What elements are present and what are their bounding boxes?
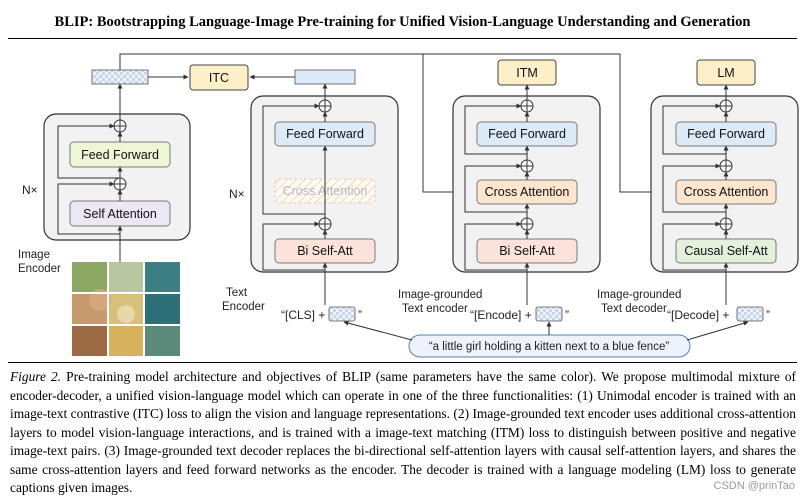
text-encoder-label-1: Text — [226, 287, 248, 299]
encode-token-text: “[Encode] + — [470, 308, 532, 322]
decoder-causal-self-att-label: Causal Self-Att — [684, 244, 768, 258]
itc-loss-label: ITC — [209, 71, 229, 85]
lm-loss-label: LM — [717, 66, 734, 80]
architecture-diagram: Feed Forward Self Attention N× Image Enc… — [18, 53, 799, 358]
decoder-feed-forward-label: Feed Forward — [687, 127, 765, 141]
text-bi-self-att-label: Bi Self-Att — [297, 244, 353, 258]
input-image — [72, 262, 180, 356]
encoder-feed-forward-label: Feed Forward — [488, 127, 566, 141]
image-encoder-label-2: Encoder — [18, 263, 61, 275]
image-embedding-token — [91, 69, 149, 85]
text-feed-forward-label: Feed Forward — [286, 127, 364, 141]
itc-loss-box — [189, 64, 249, 91]
grounded-encoder-label-2: Text encoder — [402, 303, 468, 315]
caption-lead: Figure 2. — [10, 369, 62, 384]
decoder-input-token — [736, 306, 764, 322]
decoder-cross-attention-label: Cross Attention — [684, 185, 769, 199]
image-encoder-repeat: N× — [22, 183, 38, 197]
image-encoder-label-1: Image — [18, 249, 50, 261]
encoder-bi-self-att-label: Bi Self-Att — [499, 244, 555, 258]
grounded-decoder-label-1: Image-grounded — [597, 289, 681, 301]
text-input-caption: “a little girl holding a kitten next to … — [429, 341, 670, 353]
text-encoder-label-2: Encoder — [222, 301, 265, 313]
caption-body: Pre-training model architecture and obje… — [10, 369, 797, 495]
text-encoder-repeat: N× — [229, 187, 245, 201]
itm-loss-label: ITM — [516, 66, 538, 80]
grounded-encoder-label-1: Image-grounded — [398, 289, 482, 301]
text-input-token — [328, 306, 356, 322]
cls-close-quote: ” — [358, 308, 362, 322]
decode-close-quote: ” — [766, 308, 770, 322]
image-feed-forward-label: Feed Forward — [81, 148, 159, 162]
cls-token-text: “[CLS] + — [281, 308, 325, 322]
caption-rule — [8, 362, 797, 363]
encoder-input-token — [535, 306, 563, 322]
title-rule — [8, 38, 797, 39]
encoder-cross-attention-label: Cross Attention — [485, 185, 570, 199]
decode-token-text: “[Decode] + — [667, 308, 729, 322]
text-embedding-token — [294, 69, 356, 85]
figure-caption: Figure 2. Pre-training model architectur… — [10, 368, 796, 498]
figure-title: BLIP: Bootstrapping Language-Image Pre-t… — [54, 14, 751, 30]
text-encoder: Feed Forward Cross Attention Bi Self-Att… — [222, 69, 399, 322]
image-self-attention-label: Self Attention — [83, 207, 157, 221]
image-encoder: Feed Forward Self Attention N× Image Enc… — [18, 69, 191, 275]
encode-close-quote: ” — [565, 308, 569, 322]
image-grounded-text-encoder: ITM Feed Forward Cross Attention Bi Self… — [398, 59, 601, 322]
image-grounded-text-decoder: LM Feed Forward Cross Attention Causal S… — [597, 59, 799, 322]
watermark: CSDN @prinTao — [713, 480, 795, 492]
grounded-decoder-label-2: Text decoder — [601, 303, 667, 315]
